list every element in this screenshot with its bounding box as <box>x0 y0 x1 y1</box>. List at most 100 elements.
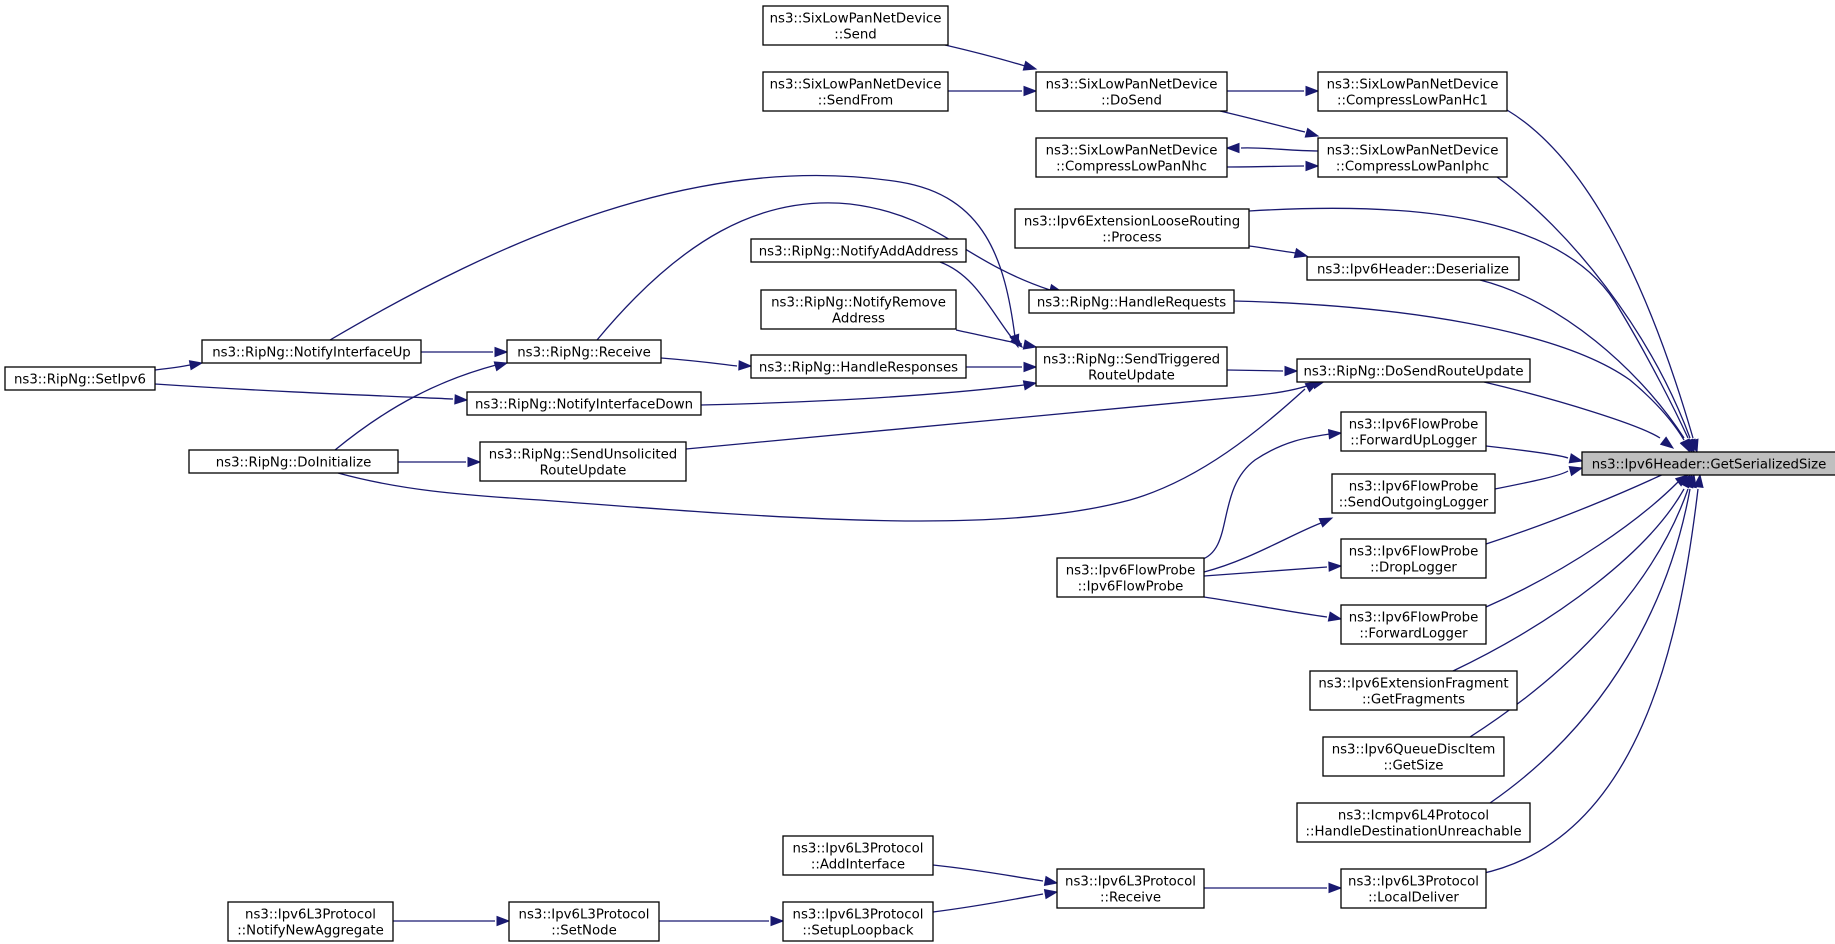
node-box <box>1317 137 1508 178</box>
node-dropLog[interactable]: ns3::Ipv6FlowProbe::DropLogger <box>1340 538 1487 579</box>
node-label: RouteUpdate <box>1088 369 1175 384</box>
node-ripRecv[interactable]: ns3::RipNg::Receive <box>506 339 662 364</box>
node-box <box>506 339 662 364</box>
node-box <box>479 441 687 482</box>
arrowhead <box>1225 142 1240 154</box>
node-setIpv6[interactable]: ns3::RipNg::SetIpv6 <box>4 366 156 391</box>
node-fwdUp[interactable]: ns3::Ipv6FlowProbe::ForwardUpLogger <box>1340 411 1487 452</box>
node-label: ns3::RipNg::SetIpv6 <box>14 373 146 388</box>
node-setNode[interactable]: ns3::Ipv6L3Protocol::SetNode <box>508 901 660 942</box>
edge-line <box>1219 110 1306 133</box>
edge-line <box>932 893 1044 913</box>
node-box <box>1322 736 1505 777</box>
node-sixSend[interactable]: ns3::SixLowPanNetDevice::Send <box>762 5 949 46</box>
edge-line <box>939 261 1013 339</box>
node-label: RouteUpdate <box>540 464 627 479</box>
edge-flowProbe-to-dropLog <box>1203 561 1343 577</box>
node-target[interactable]: ns3::Ipv6Header::GetSerializedSize <box>1581 451 1835 476</box>
edge-fwdLog-to-target <box>1485 474 1690 608</box>
edge-line <box>1248 245 1297 254</box>
arrowhead <box>1284 365 1299 377</box>
node-compIphc[interactable]: ns3::SixLowPanNetDevice::CompressLowPanI… <box>1317 137 1508 178</box>
node-label: ::CompressLowPanNhc <box>1056 160 1207 175</box>
node-fwdLog[interactable]: ns3::Ipv6FlowProbe::ForwardLogger <box>1340 604 1487 645</box>
edge-looseProc-to-deser <box>1248 245 1309 259</box>
node-box <box>1306 256 1520 281</box>
node-notifyAdd[interactable]: ns3::RipNg::NotifyAddAddress <box>750 238 967 263</box>
edge-sixDoSend-to-compHc1 <box>1227 85 1320 97</box>
node-label: ns3::Ipv6L3Protocol <box>1065 875 1196 890</box>
node-notifyAgg[interactable]: ns3::Ipv6L3Protocol::NotifyNewAggregate <box>227 901 394 942</box>
node-label: ns3::RipNg::SendTriggered <box>1043 353 1220 368</box>
node-getFrag[interactable]: ns3::Ipv6ExtensionFragment::GetFragments <box>1309 670 1518 711</box>
edge-line <box>1479 488 1699 875</box>
node-label: ns3::SixLowPanNetDevice <box>1327 144 1499 159</box>
node-box <box>762 5 949 46</box>
edge-sixSendFrom-to-sixDoSend <box>948 85 1038 97</box>
edge-sixSend-to-sixDoSend <box>944 44 1038 71</box>
edge-line <box>700 384 1025 406</box>
node-label: ns3::SixLowPanNetDevice <box>770 78 942 93</box>
node-looseProc[interactable]: ns3::Ipv6ExtensionLooseRouting::Process <box>1014 208 1250 249</box>
arrowhead <box>454 394 469 405</box>
node-box <box>750 354 967 379</box>
edge-compNhc-to-compIphc <box>1226 160 1320 172</box>
node-label: ns3::Ipv6L3Protocol <box>1348 875 1479 890</box>
node-label: ::HandleDestinationUnreachable <box>1305 825 1521 840</box>
node-compHc1[interactable]: ns3::SixLowPanNetDevice::CompressLowPanH… <box>1317 71 1508 112</box>
node-label: ns3::SixLowPanNetDevice <box>1046 78 1218 93</box>
arrowhead <box>188 360 204 371</box>
edge-addIface-to-l3Recv <box>932 864 1059 886</box>
edge-sendUnsol-to-doSendRU <box>685 379 1327 450</box>
node-doSendRU[interactable]: ns3::RipNg::DoSendRouteUpdate <box>1296 358 1531 383</box>
edge-setupLoop-to-l3Recv <box>932 889 1059 913</box>
edge-line <box>1483 381 1661 439</box>
node-label: ns3::Ipv6L3Protocol <box>793 908 924 923</box>
node-label: ::Receive <box>1100 891 1161 906</box>
arrowhead <box>1304 127 1320 138</box>
node-notifyDown[interactable]: ns3::RipNg::NotifyInterfaceDown <box>466 391 702 416</box>
edge-line <box>685 383 1313 450</box>
node-label: ::Ipv6FlowProbe <box>1078 580 1184 595</box>
node-label: ::ForwardUpLogger <box>1350 434 1477 449</box>
node-addIface[interactable]: ns3::Ipv6L3Protocol::AddInterface <box>782 835 934 876</box>
arrowhead <box>467 456 482 468</box>
node-qdiscSize[interactable]: ns3::Ipv6QueueDiscItem::GetSize <box>1322 736 1505 777</box>
node-box <box>782 901 934 942</box>
node-label: ns3::Ipv6Header::Deserialize <box>1317 263 1509 278</box>
node-deser[interactable]: ns3::Ipv6Header::Deserialize <box>1306 256 1520 281</box>
node-notifyUp[interactable]: ns3::RipNg::NotifyInterfaceUp <box>201 339 422 364</box>
edge-line <box>1485 481 1679 608</box>
edge-line <box>955 329 1023 345</box>
arrowhead <box>1022 60 1038 71</box>
node-label: ns3::Ipv6FlowProbe <box>1349 418 1479 433</box>
node-sendOut[interactable]: ns3::Ipv6FlowProbe::SendOutgoingLogger <box>1331 473 1496 514</box>
node-setupLoop[interactable]: ns3::Ipv6L3Protocol::SetupLoopback <box>782 901 934 942</box>
node-label: ::DoSend <box>1101 94 1162 109</box>
edge-line <box>944 44 1026 67</box>
arrowhead <box>1293 247 1309 259</box>
node-compNhc[interactable]: ns3::SixLowPanNetDevice::CompressLowPanN… <box>1035 137 1228 178</box>
node-doInit[interactable]: ns3::RipNg::DoInitialize <box>188 449 399 474</box>
node-sixDoSend[interactable]: ns3::SixLowPanNetDevice::DoSend <box>1035 71 1228 112</box>
node-handleResp[interactable]: ns3::RipNg::HandleResponses <box>750 354 967 379</box>
arrowhead <box>1022 339 1038 350</box>
node-flowProbe[interactable]: ns3::Ipv6FlowProbe::Ipv6FlowProbe <box>1056 557 1205 598</box>
node-box <box>1035 346 1228 387</box>
edge-line <box>1233 300 1685 441</box>
node-label: ns3::Ipv6FlowProbe <box>1066 564 1196 579</box>
node-handleReq[interactable]: ns3::RipNg::HandleRequests <box>1028 289 1235 314</box>
edge-sendTrig-to-doSendRU <box>1226 365 1299 377</box>
arrowhead <box>1679 438 1691 454</box>
edge-doInit-to-sendUnsol <box>398 456 482 468</box>
node-box <box>1035 71 1228 112</box>
node-box <box>750 238 967 263</box>
node-l3Recv[interactable]: ns3::Ipv6L3Protocol::Receive <box>1056 868 1205 909</box>
node-sixSendFrom[interactable]: ns3::SixLowPanNetDevice::SendFrom <box>762 71 949 112</box>
node-localDeliver[interactable]: ns3::Ipv6L3Protocol::LocalDeliver <box>1340 868 1487 909</box>
edge-line <box>1494 470 1569 490</box>
node-icmpUnreach[interactable]: ns3::Icmpv6L4Protocol::HandleDestination… <box>1296 802 1531 843</box>
